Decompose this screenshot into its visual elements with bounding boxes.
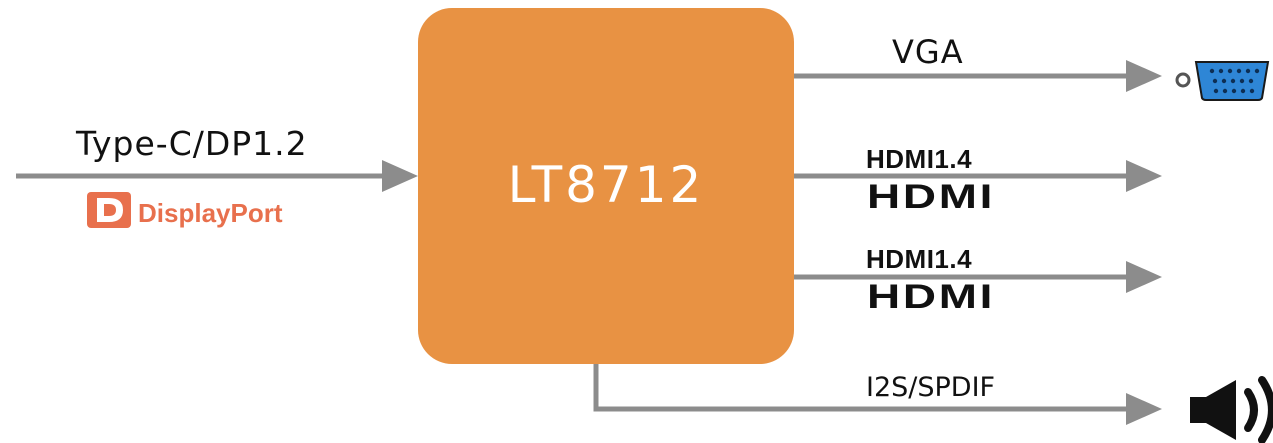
input-label: Type-C/DP1.2 xyxy=(76,124,308,163)
hdmi1-arrow xyxy=(794,160,1162,192)
chip-block xyxy=(418,8,794,364)
hdmi1-logo: HDMI xyxy=(867,178,996,216)
speaker-icon xyxy=(1190,376,1273,443)
displayport-logo-icon xyxy=(87,192,131,228)
vga-connector-icon xyxy=(1175,61,1270,101)
hdmi2-arrow xyxy=(794,261,1162,293)
input-arrow xyxy=(16,160,418,192)
audio-arrow xyxy=(593,364,1162,425)
hdmi1-version-label: HDMI1.4 xyxy=(866,144,973,174)
hdmi2-logo: HDMI xyxy=(867,278,996,316)
audio-label: I2S/SPDIF xyxy=(866,372,996,403)
hdmi2-version-label: HDMI1.4 xyxy=(866,244,973,274)
vga-arrow xyxy=(794,60,1162,92)
vga-label: VGA xyxy=(892,33,964,71)
displayport-logo-text: DisplayPort xyxy=(138,198,283,228)
chip-label: LT8712 xyxy=(507,156,705,214)
